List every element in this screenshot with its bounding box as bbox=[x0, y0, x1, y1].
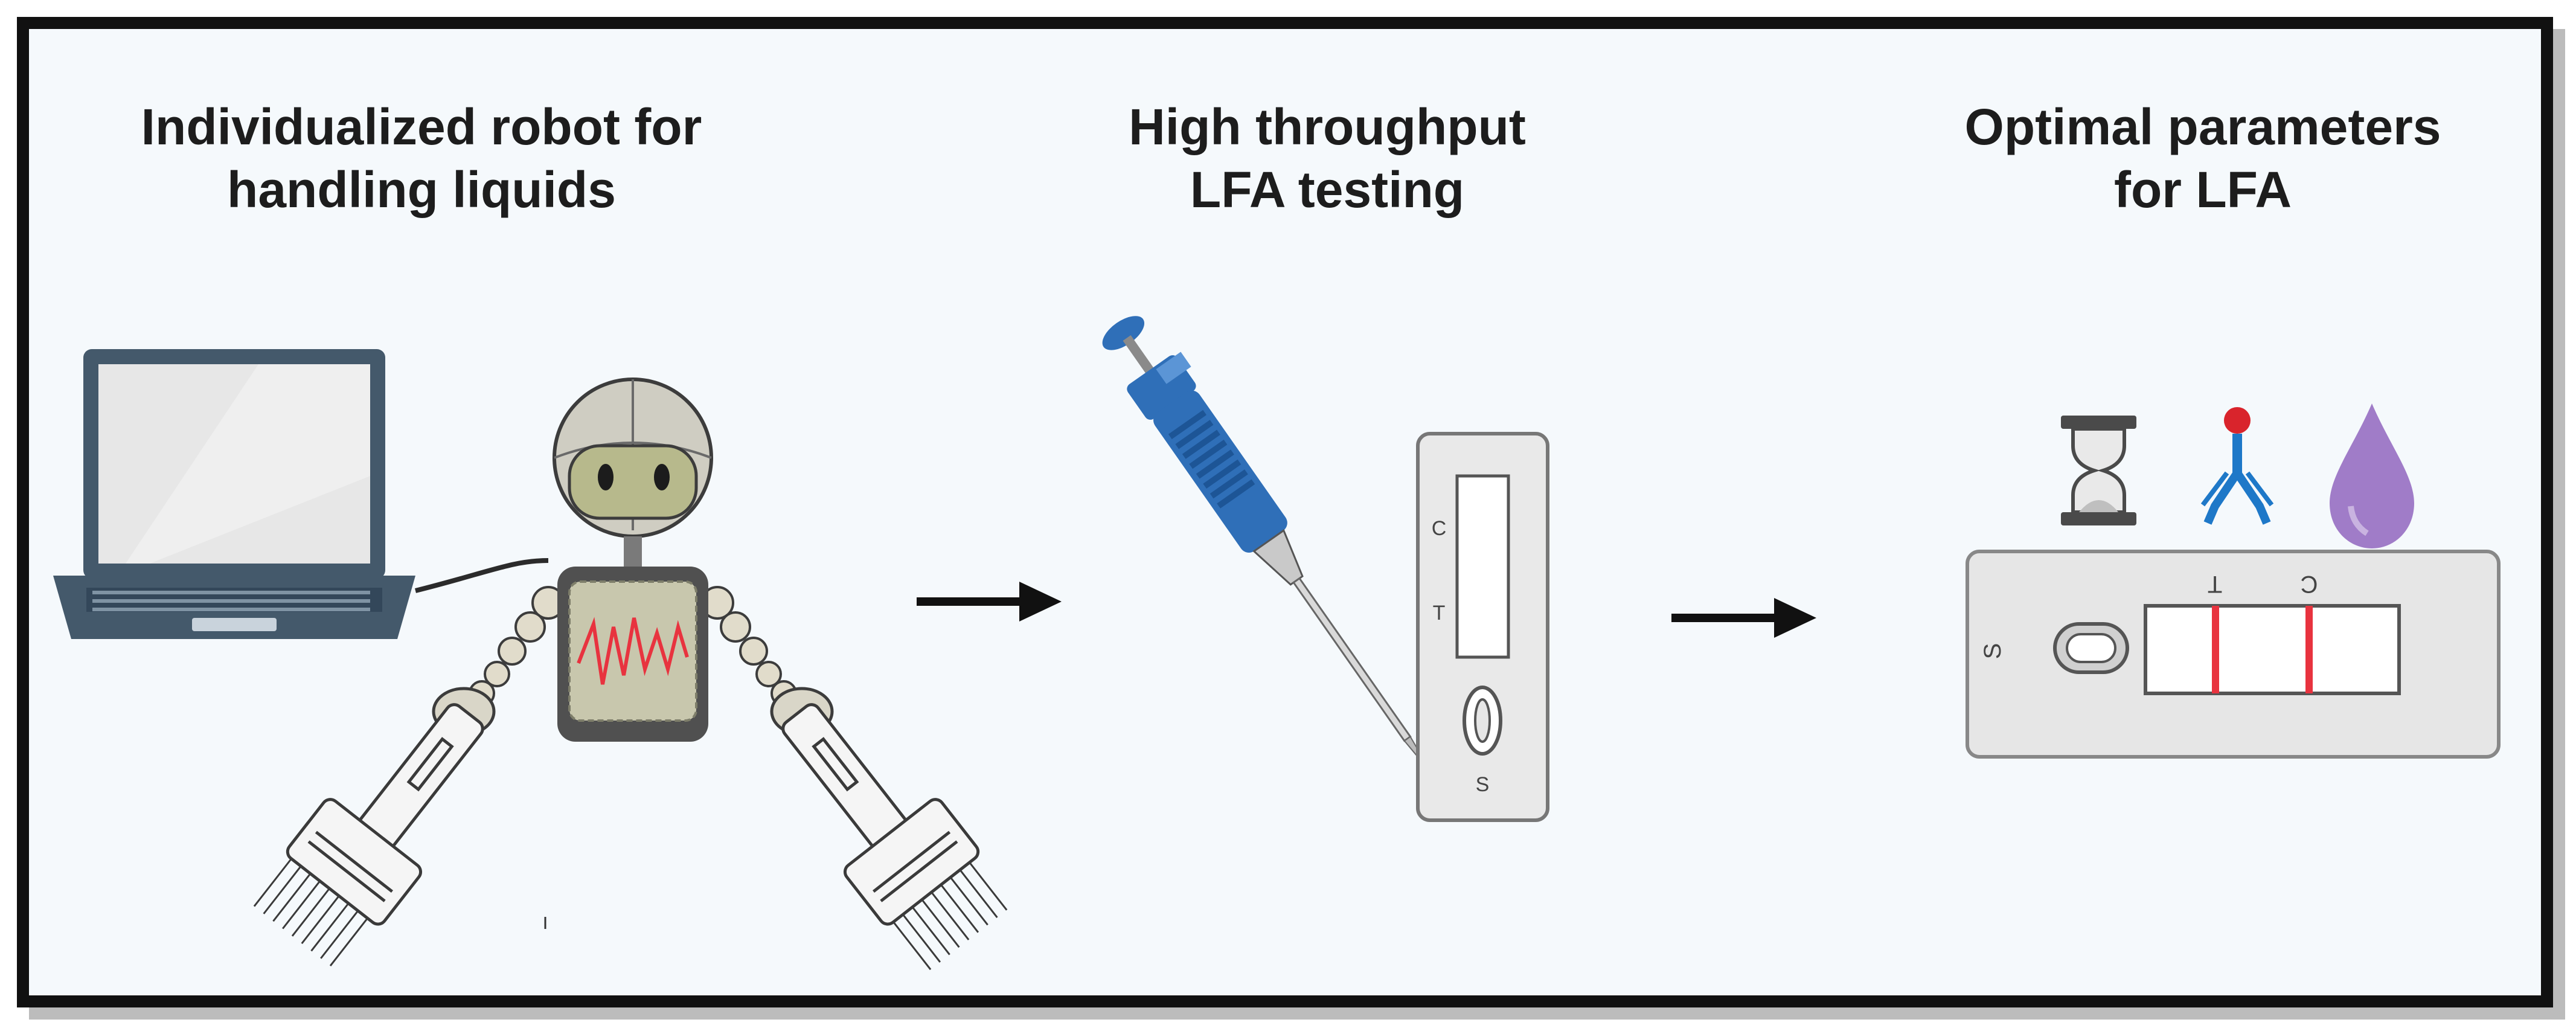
arrow-1-icon bbox=[917, 582, 1062, 622]
step-2-title-line1: High throughput bbox=[1129, 98, 1526, 155]
step-1-title-line2: handling liquids bbox=[227, 161, 616, 218]
step-2-title-line2: LFA testing bbox=[1190, 161, 1465, 218]
test-line bbox=[2212, 606, 2219, 693]
cassette-h-c-label: C bbox=[2301, 571, 2318, 597]
diagram-artwork: C T S bbox=[53, 316, 2501, 971]
hourglass-icon bbox=[2061, 416, 2136, 525]
antibody-icon bbox=[2200, 407, 2274, 525]
diagram-frame: Individualized robot for handling liquid… bbox=[17, 17, 2553, 1007]
cassette-v-t-label: T bbox=[1433, 602, 1446, 625]
pipette-icon bbox=[1102, 316, 1430, 770]
droplet-icon bbox=[2330, 403, 2414, 548]
step-3-title-line2: for LFA bbox=[2114, 161, 2292, 218]
laptop-icon bbox=[53, 349, 415, 639]
control-line bbox=[2305, 606, 2313, 693]
step-3-title: Optimal parameters for LFA bbox=[1931, 95, 2475, 221]
lfa-cassette-vertical: C T S bbox=[1416, 432, 1549, 822]
lfa-cassette-horizontal: S T C bbox=[1966, 550, 2501, 759]
cassette-h-s-label: S bbox=[1979, 643, 2006, 660]
robot-icon bbox=[253, 377, 1008, 971]
cassette-v-c-label: C bbox=[1432, 517, 1447, 540]
arrow-2-icon bbox=[1671, 598, 1816, 638]
step-2-title: High throughput LFA testing bbox=[1025, 95, 1629, 221]
step-1-title: Individualized robot for handling liquid… bbox=[120, 95, 723, 221]
step-1-title-line1: Individualized robot for bbox=[141, 98, 702, 155]
cable-icon bbox=[415, 558, 549, 593]
cassette-v-s-label: S bbox=[1476, 773, 1490, 796]
cassette-h-t-label: T bbox=[2208, 571, 2222, 597]
step-3-title-line1: Optimal parameters bbox=[1964, 98, 2441, 155]
